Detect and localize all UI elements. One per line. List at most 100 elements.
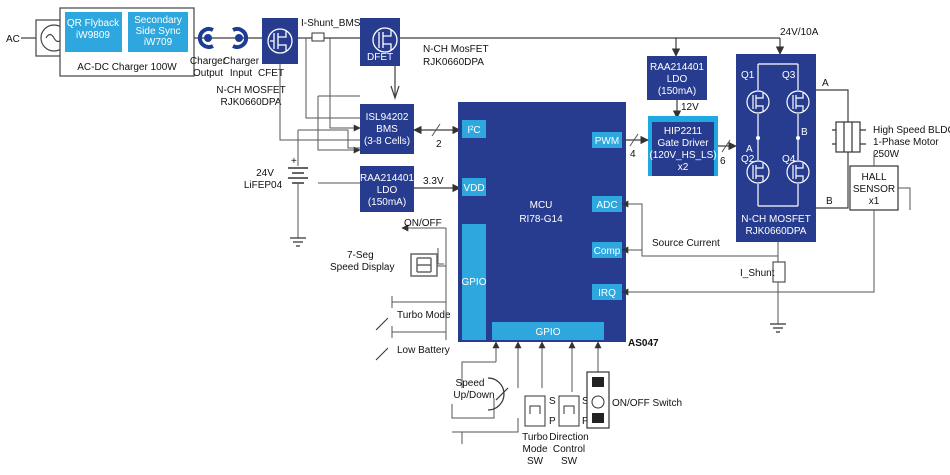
battery-ground-icon [290,237,306,247]
direction-switch-label-3: SW [561,456,578,467]
speed-potentiometer-icon [487,377,509,411]
ldo-gate-block [647,56,707,100]
bms-label-2: BMS [376,124,398,135]
bms-block [360,104,414,154]
secondary-label-3: iW709 [144,37,173,48]
charger-input-label-2: Input [230,68,252,79]
low-battery-label: Low Battery [397,345,450,356]
charger-title: AC-DC Charger 100W [77,62,177,73]
bms-shunt-resistor [311,32,325,42]
hall-sensor-label-1: HALL [861,172,886,183]
mcu-gpio-side-label: GPIO [461,277,486,288]
mcu-comp-port [592,242,622,258]
q4-transistor-icon [786,160,810,184]
bms-label-1: ISL94202 [366,112,409,123]
rail-24v-label: 24V/10A [780,27,819,38]
motor-phase-a-label: A [822,78,829,89]
mcu-irq-port [592,284,622,300]
dfet-label: DFET [367,52,393,63]
turbo-switch-s-label: S [549,396,556,407]
ldo-gate-label-2: LDO [667,74,688,85]
gate-driver-block [652,122,714,176]
secondary-label-1: Secondary [134,15,182,26]
mcu-label: MCU [530,200,553,211]
secondary-sync-block [128,12,188,52]
mcu-pwm-port [592,132,622,148]
seven-seg-label-1: 7-Seg [347,250,374,261]
hall-sensor-label-2: SENSOR [853,184,895,195]
nch-mosfet-label-2: RJK0660DPA [423,57,484,68]
charger-input-label-1: Charger [223,56,260,67]
low-battery-led-icon [375,347,389,361]
cfet-transistor-icon [267,28,293,54]
nch-mosfet-left-label-1: N-CH MOSFET [216,85,285,96]
on-off-switch-icon[interactable] [586,371,610,429]
as047-label: AS047 [628,338,659,349]
direction-switch-s-label: S [582,396,589,407]
secondary-label-2: Side Sync [135,26,180,37]
mcu-gpio-bottom-port [492,322,604,340]
nch-mosfet-left-label-2: RJK0660DPA [221,97,282,108]
mcu-i2c-port [462,120,486,138]
mcu-i2c-label: I²C [467,125,480,136]
ac-label: AC [6,34,20,45]
turbo-switch-label-2: Mode [522,444,547,455]
turbo-led-icon [375,317,389,331]
qr-flyback-block [65,12,122,52]
speed-label-2: Up/Down [453,390,494,401]
motor-label-2: 1-Phase Motor [873,137,939,148]
charger-input-connector-icon [232,27,249,49]
gate-driver-label-4: x2 [678,162,689,173]
h-bridge-label-2: RJK0660DPA [746,226,807,237]
q3-label: Q3 [782,70,796,81]
seven-segment-display-icon [410,253,438,277]
bus-width-4: 4 [630,149,636,160]
source-current-label: Source Current [652,238,720,249]
v33-label: 3.3V [423,176,444,187]
qr-flyback-label: QR Flyback [67,18,120,29]
mcu-vdd-label: VDD [463,183,484,194]
dfet-transistor-icon [372,27,398,53]
turbo-mode-label: Turbo Mode [397,310,451,321]
q1-label: Q1 [741,70,755,81]
h-bridge-label-1: N-CH MOSFET [741,214,810,225]
mcu-vdd-port [462,178,486,196]
speed-label-1: Speed [456,378,485,389]
motor-label-3: 250W [873,149,900,160]
q4-label: Q4 [782,154,796,165]
turbo-switch-label-1: Turbo [522,432,548,443]
qr-flyback-part: iW9809 [76,30,110,41]
battery-type-label: LiFEP04 [244,180,283,191]
i-shunt-label: I_Shunt [740,268,775,279]
on-off-label: ON/OFF [404,218,442,229]
motor-phase-b-label: B [826,196,833,207]
turbo-mode-switch-icon[interactable] [524,395,546,427]
ldo-mcu-block [360,166,414,212]
q3-transistor-icon [786,90,810,114]
direction-switch-icon[interactable] [558,395,580,427]
ldo-gate-label-3: (150mA) [658,86,696,97]
direction-switch-label-1: Direction [549,432,588,443]
charger-output-label-1: Charger [190,56,227,67]
mcu-pwm-label: PWM [595,136,619,147]
nch-mosfet-label-1: N-CH MosFET [423,44,489,55]
motor-icon [832,121,866,153]
gate-driver-label-2: Gate Driver [657,138,709,149]
mcu-comp-label: Comp [594,246,621,257]
mcu-part-label: RI78-G14 [519,214,563,225]
battery-icon [288,167,308,184]
direction-switch-label-2: Control [553,444,585,455]
q2-label: Q2 [741,154,755,165]
q2-transistor-icon [746,160,770,184]
motor-shunt-resistor [772,261,786,283]
dfet-block [360,18,400,66]
on-off-switch-label: ON/OFF Switch [612,398,682,409]
hall-sensor-label-3: x1 [869,196,880,207]
q1-transistor-icon [746,90,770,114]
hall-sensor-block [849,165,899,211]
bus-width-6: 6 [720,156,726,167]
motor-ground-icon [770,323,786,333]
mcu-gpio-bottom-label: GPIO [535,327,560,338]
v12-label: 12V [681,102,699,113]
